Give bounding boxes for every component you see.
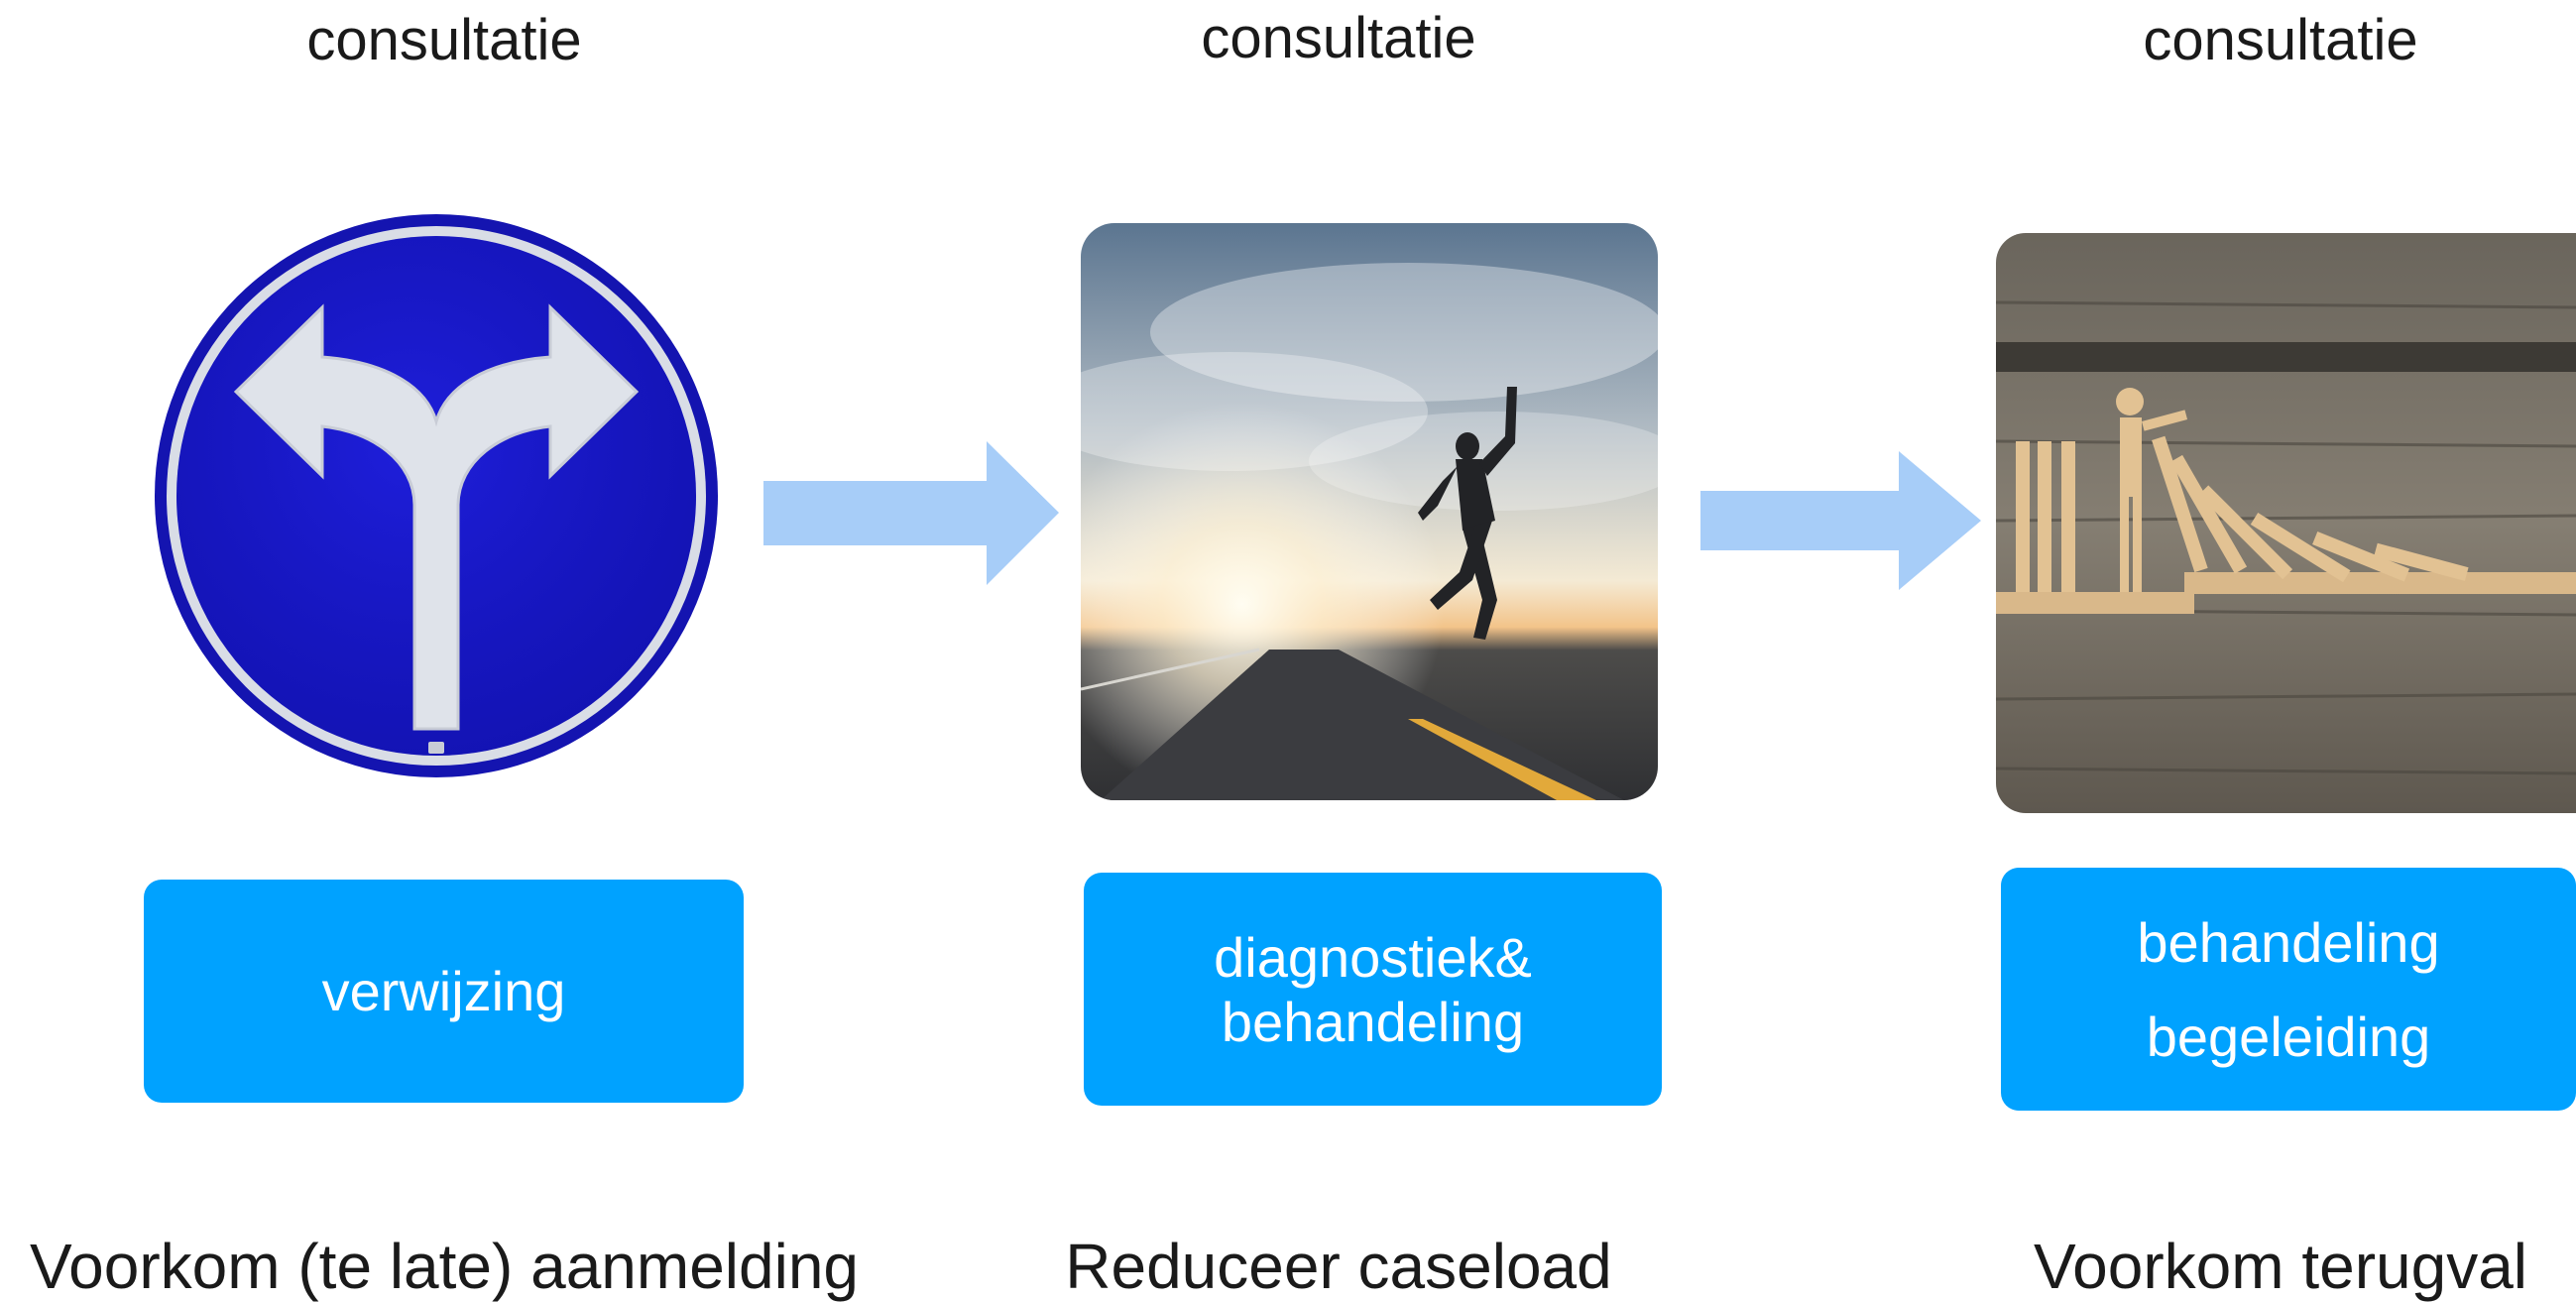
road-sign-fork-icon [149,208,724,783]
stage-2-top-label: consultatie [1201,6,1476,70]
stage-2-box-line-2: behandeling [1221,990,1525,1053]
runner-on-road-photo [1081,223,1658,800]
stage-2-box-line-1: diagnostiek& [1214,925,1532,989]
stage-3-bottom-label: Voorkom terugval [2033,1231,2528,1302]
arrow-right-1 [763,441,1061,585]
stage-1-bottom-label: Voorkom (te late) aanmelding [30,1231,859,1302]
stage-2-bottom-label: Reduceer caseload [1065,1231,1612,1302]
stage-2-box: diagnostiek& behandeling [1084,873,1662,1106]
stage-1-box: verwijzing [144,880,744,1103]
falling-dominoes-photo [1996,233,2576,813]
stage-3-box: behandeling begeleiding [2001,868,2576,1111]
stage-3-box-line-2: begeleiding [2146,1005,2431,1068]
stage-1-top-label: consultatie [306,8,582,72]
stage-3-top-label: consultatie [2143,8,2418,72]
arrow-right-2 [1700,451,1983,590]
stage-1-box-line-1: verwijzing [321,960,566,1022]
stage-3-box-line-1: behandeling [2137,910,2440,974]
